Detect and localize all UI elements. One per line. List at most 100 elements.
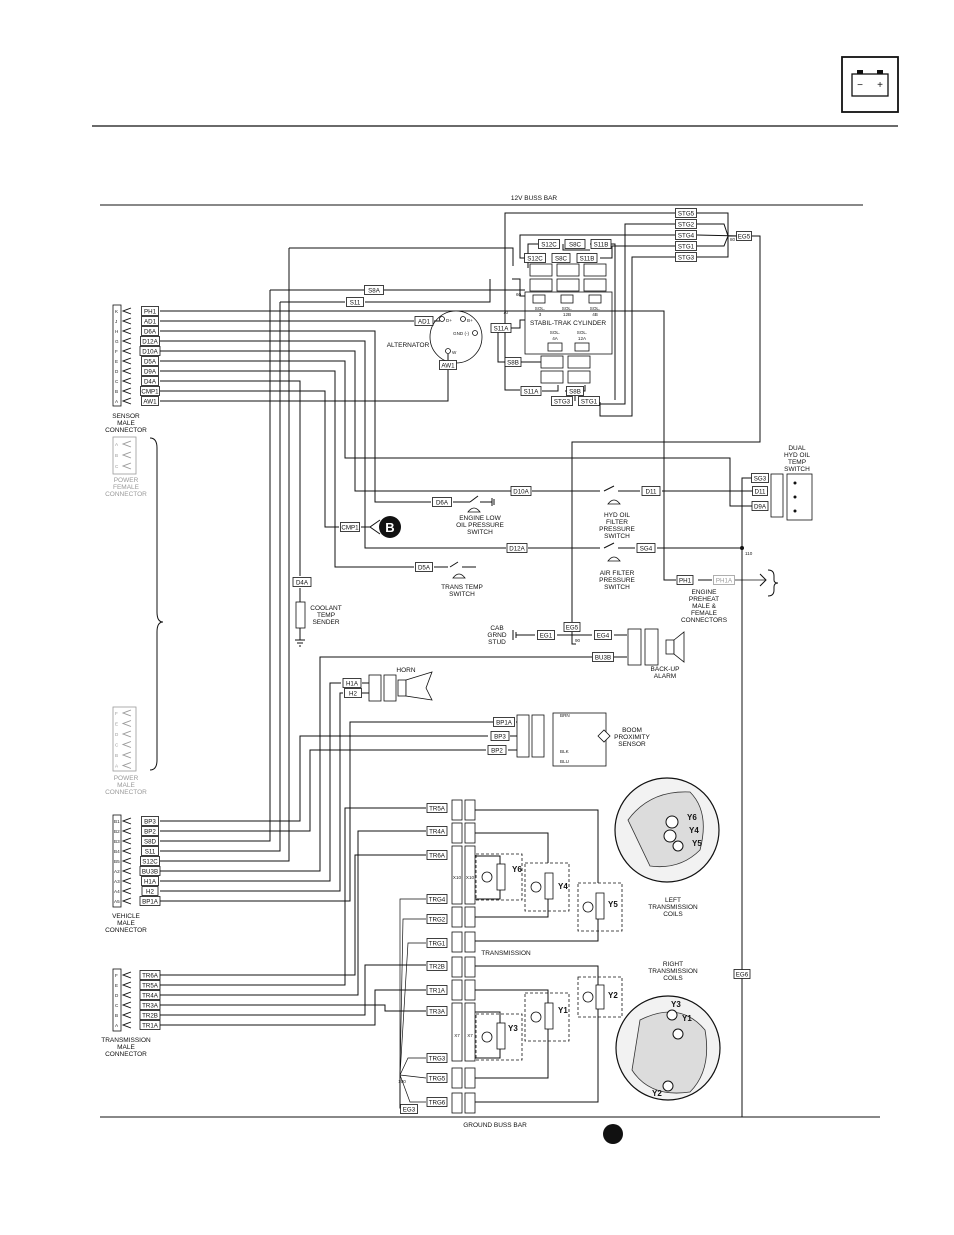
svg-text:SG3: SG3	[754, 475, 767, 482]
wire-tag-v-bp2: BP2	[141, 826, 159, 836]
sensor-pins-pin: B	[115, 389, 118, 394]
wires-vehicle	[160, 248, 592, 902]
wire-tag-v-s11: S11	[141, 846, 159, 856]
svg-text:SWITCH: SWITCH	[449, 591, 475, 598]
svg-text:TR6A: TR6A	[429, 852, 446, 859]
wire-tag-v-s8d: S8D	[141, 836, 159, 846]
svg-text:SWITCH: SWITCH	[784, 466, 810, 473]
svg-text:VEHICLE: VEHICLE	[112, 913, 140, 920]
svg-text:FILTER: FILTER	[606, 519, 628, 526]
svg-text:S11A: S11A	[494, 325, 510, 332]
svg-text:EG6: EG6	[736, 971, 749, 978]
svg-text:STUD: STUD	[488, 639, 506, 646]
svg-text:PROXIMITY: PROXIMITY	[614, 734, 650, 741]
wire-tag-bp2: BP2	[487, 745, 507, 755]
boom-proximity-sensor	[508, 712, 611, 767]
wire-tag-s8a: S8A	[364, 285, 384, 295]
wire-tag-s8c: S8C	[551, 253, 571, 263]
wire-tag-eg1: EG1	[537, 630, 555, 640]
wire-tag-tr1a: TR1A	[426, 985, 448, 995]
svg-text:S11A: S11A	[524, 388, 540, 395]
svg-text:S8A: S8A	[368, 287, 381, 294]
trn-pins-arrow	[121, 1021, 132, 1029]
svg-text:POWER: POWER	[114, 477, 139, 484]
wire-tag-stg1a: STG1	[675, 241, 697, 251]
wire-tag-ad1: AD1	[414, 316, 434, 326]
wire-tag-d11b: D11	[641, 486, 661, 496]
svg-text:AW1: AW1	[441, 362, 455, 369]
svg-text:Y4: Y4	[558, 882, 568, 891]
12v-buss-bar-label: 12V BUSS BAR	[511, 195, 558, 202]
svg-text:TRANSMISSION: TRANSMISSION	[481, 950, 531, 957]
svg-text:Y4: Y4	[689, 826, 699, 835]
pm-pins-arrow	[121, 730, 132, 738]
right-transmission-coils-photo	[615, 995, 721, 1101]
svg-text:S8D: S8D	[144, 838, 157, 845]
svg-text:S11: S11	[350, 299, 361, 306]
pm-pins-pin: E	[115, 721, 118, 726]
sensor-pins-pin: C	[115, 379, 119, 384]
ground-buss-bar-label: GROUND BUSS BAR	[463, 1122, 527, 1129]
svg-text:CONNECTOR: CONNECTOR	[105, 927, 147, 934]
wire-tag-aw1: AW1	[439, 360, 457, 370]
wire-tag-stg3c: STG3	[551, 396, 573, 406]
wire-tag-s8cb: S8C	[564, 239, 586, 249]
svg-text:EG5: EG5	[566, 624, 579, 631]
svg-text:TEMP: TEMP	[317, 612, 335, 619]
wire-tag-s-aw1: AW1	[141, 396, 159, 406]
wire-tag-s-d6a: D6A	[141, 326, 159, 336]
trn-pins-pin: F	[115, 973, 118, 978]
wire-tag-ph1: PH1	[676, 575, 694, 585]
wire-tag-d5a: D5A	[415, 562, 433, 572]
svg-text:TRG3: TRG3	[429, 1055, 446, 1062]
pm-pins-pin: C	[115, 742, 119, 747]
svg-text:PRESSURE: PRESSURE	[599, 577, 635, 584]
engine-preheat-connectors	[698, 569, 779, 597]
svg-text:SWITCH: SWITCH	[604, 584, 630, 591]
wire-tag-s-ad1: AD1	[141, 316, 159, 326]
wire-tag-trg5: TRG5	[426, 1073, 448, 1083]
svg-text:TR2B: TR2B	[429, 963, 445, 970]
alternator: D+ B+ GND (-) W	[429, 310, 483, 364]
svg-text:Y1: Y1	[558, 1006, 568, 1015]
sensor-pins-arrow	[121, 337, 132, 345]
callout-b: B	[361, 516, 401, 538]
svg-text:D11: D11	[646, 488, 657, 495]
sensor-connector-label: SENSOR	[112, 413, 140, 420]
svg-text:HYD OIL: HYD OIL	[784, 452, 810, 459]
wire-tag-d12a: D12A	[506, 543, 528, 553]
svg-text:Y6: Y6	[512, 865, 522, 874]
svg-text:SOL.: SOL.	[577, 330, 587, 335]
svg-text:90: 90	[575, 638, 581, 643]
wire-tag-bp3: BP3	[490, 731, 510, 741]
veh-pins-pin: B1	[114, 819, 120, 824]
svg-text:HORN: HORN	[396, 667, 415, 674]
svg-text:ENGINE LOW: ENGINE LOW	[459, 515, 501, 522]
svg-text:MALE: MALE	[117, 920, 135, 927]
svg-text:TR5A: TR5A	[429, 805, 446, 812]
svg-text:STG1: STG1	[678, 243, 695, 250]
wire-tag-trg3: TRG3	[426, 1053, 448, 1063]
svg-text:SOL.: SOL.	[562, 306, 572, 311]
svg-text:BU3B: BU3B	[595, 654, 611, 661]
svg-text:TRANSMISSION: TRANSMISSION	[648, 904, 698, 911]
svg-text:MALE: MALE	[117, 1044, 135, 1051]
svg-text:12B: 12B	[563, 312, 571, 317]
wire-tag-trg6: TRG6	[426, 1097, 448, 1107]
svg-text:S11: S11	[145, 848, 156, 855]
sensor-pins-arrow	[121, 357, 132, 365]
svg-text:COILS: COILS	[663, 911, 683, 918]
svg-text:S12C: S12C	[527, 255, 543, 262]
transmission-connectors: X10 X10 X7 X7	[451, 799, 476, 1114]
wire-tag-s-d12a: D12A	[140, 336, 160, 346]
wire-tag-eg5: EG5	[736, 231, 752, 241]
wire-tag-eg3: EG3	[400, 1104, 418, 1114]
wire-tag-v-bp1a: BP1A	[139, 896, 161, 906]
svg-text:D4A: D4A	[296, 579, 309, 586]
pm-pins-pin: B	[115, 753, 118, 758]
svg-text:110: 110	[745, 551, 753, 556]
pm-pins-arrow	[121, 709, 132, 717]
